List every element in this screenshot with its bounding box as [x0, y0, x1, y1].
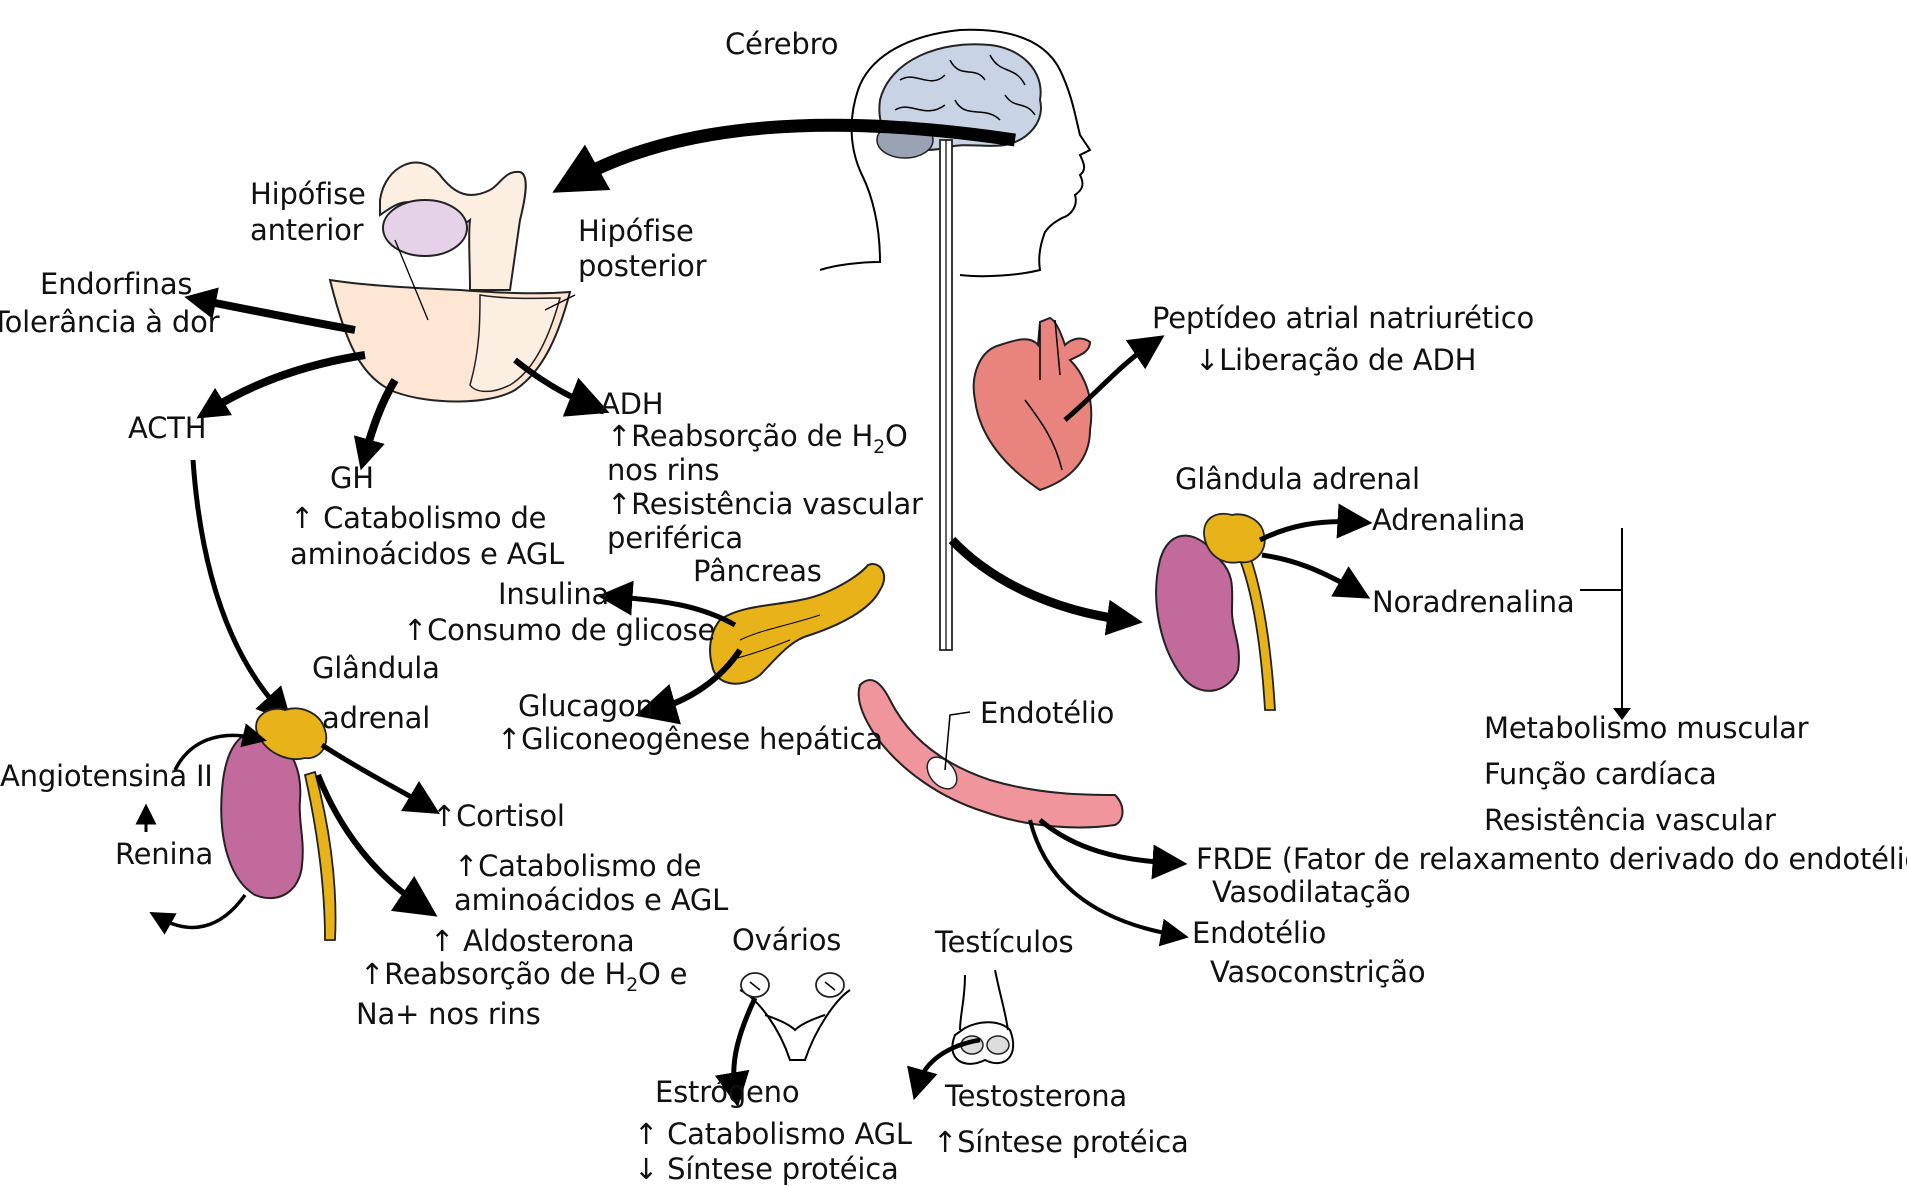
label-gliconeogenese: ↑Gliconeogênese hepática — [497, 723, 883, 756]
pituitary-lobe — [383, 200, 467, 256]
label-metabolismo-muscular: Metabolismo muscular — [1484, 712, 1808, 745]
label-adh-effect-3: ↑Resistência vascular — [607, 488, 923, 521]
right-adrenal-cap — [1204, 514, 1265, 563]
heart-illustration — [974, 318, 1092, 490]
label-renina: Renina — [115, 838, 213, 871]
label-glucagon: Glucagon — [518, 690, 654, 723]
label-sintese-proteica-up: ↑Síntese protéica — [933, 1126, 1189, 1159]
arrow-gh — [365, 380, 395, 455]
label-endotelio-top: Endotélio — [980, 697, 1114, 730]
ovaries-illustration — [740, 973, 850, 1060]
label-hipofise-anterior-2: anterior — [250, 214, 363, 247]
arrow-renina — [160, 895, 245, 927]
label-aldo-effect-2: Na+ nos rins — [356, 998, 541, 1031]
label-gh-effect-2: aminoácidos e AGL — [290, 538, 564, 571]
label-gh: GH — [330, 462, 374, 495]
label-glandula-left-2: adrenal — [322, 702, 430, 735]
label-angiotensina: Angiotensina II — [0, 760, 213, 793]
label-estrogeno: Estrógeno — [655, 1076, 799, 1109]
label-endotelio-bottom: Endotélio — [1192, 917, 1326, 950]
arrow-endotelio — [1030, 820, 1175, 935]
arrow-endorfinas — [200, 300, 355, 330]
arrow-acth-to-adrenal — [193, 460, 280, 710]
label-adh-effect-4: periférica — [607, 522, 743, 555]
label-resistencia-vascular: Resistência vascular — [1484, 804, 1776, 837]
label-catabolismo-agl: ↑ Catabolismo AGL — [634, 1118, 912, 1151]
testes-illustration — [952, 970, 1013, 1064]
label-gh-effect-1: ↑ Catabolismo de — [290, 502, 546, 535]
label-glandula-adrenal-right: Glândula adrenal — [1175, 463, 1420, 496]
heart — [974, 318, 1092, 490]
label-cortisol-effect-2: aminoácidos e AGL — [454, 884, 728, 917]
label-tolerancia: Tolerância à dor — [0, 306, 219, 339]
bracket-line — [1580, 528, 1622, 710]
label-adrenalina: Adrenalina — [1372, 504, 1525, 537]
label-adh-effect-2: nos rins — [607, 454, 719, 487]
pituitary-gland — [330, 163, 575, 402]
arrow-acth — [210, 355, 365, 410]
label-testosterona: Testosterona — [945, 1080, 1127, 1113]
label-aldo-effect-1: ↑Reabsorção de H2O e — [360, 958, 687, 997]
label-liberacao-adh: ↓Liberação de ADH — [1195, 344, 1476, 377]
right-kidney — [1156, 514, 1275, 710]
label-glandula-left-1: Glândula — [312, 652, 440, 685]
label-cerebro: Cérebro — [725, 28, 838, 61]
label-hipofise-posterior-1: Hipófise — [578, 215, 694, 248]
label-vasodilatacao: Vasodilatação — [1212, 876, 1411, 909]
label-funcao-cardiaca: Função cardíaca — [1484, 758, 1717, 791]
label-hipofise-anterior-1: Hipófise — [250, 178, 366, 211]
label-noradrenalina: Noradrenalina — [1372, 586, 1574, 619]
label-hipofise-posterior-2: posterior — [578, 250, 706, 283]
label-pancreas: Pâncreas — [693, 555, 822, 588]
label-insulina: Insulina — [498, 578, 609, 611]
arrow-adrenalina — [1260, 522, 1355, 540]
label-vasoconstricao: Vasoconstrição — [1210, 956, 1425, 989]
arrow-cortisol — [322, 745, 425, 805]
label-sintese-proteica-down: ↓ Síntese protéica — [634, 1153, 899, 1186]
arrow-noradrenalina — [1262, 555, 1355, 590]
label-frde: FRDE (Fator de relaxamento derivado do e… — [1196, 843, 1907, 876]
arrow-adh — [515, 360, 590, 405]
label-consumo-glicose: ↑Consumo de glicose — [403, 614, 715, 647]
label-cortisol: ↑Cortisol — [432, 800, 565, 833]
label-testiculos: Testículos — [935, 926, 1073, 959]
arrow-cord-to-adrenal — [952, 540, 1125, 620]
label-peptideo: Peptídeo atrial natriurético — [1152, 302, 1534, 335]
label-cortisol-effect-1: ↑Catabolismo de — [454, 850, 701, 883]
label-ovarios: Ovários — [732, 924, 841, 957]
right-ureter — [1240, 556, 1275, 710]
label-endorfinas: Endorfinas — [40, 268, 192, 301]
label-aldosterona: ↑ Aldosterona — [430, 925, 634, 958]
label-adh: ADH — [600, 388, 663, 421]
label-acth: ACTH — [128, 412, 206, 445]
